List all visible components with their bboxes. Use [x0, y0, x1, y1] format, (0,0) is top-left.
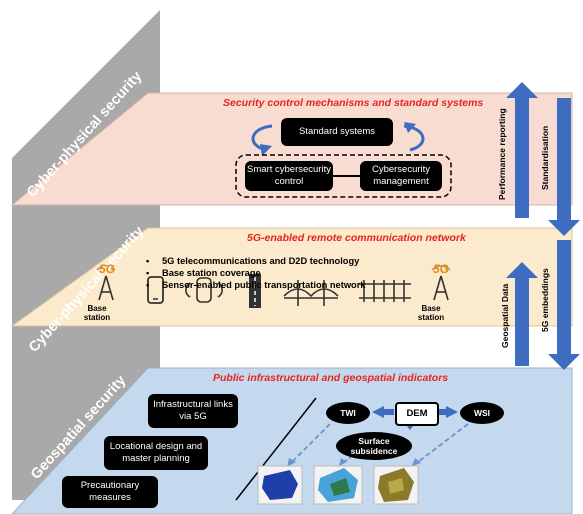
bullet-item: Base station coverage	[146, 267, 366, 279]
middle-plane-title: 5G-enabled remote communication network	[247, 232, 466, 244]
wsi-map-thumbnail	[373, 465, 419, 505]
dem-to-twi-arrow-shaft	[384, 409, 394, 415]
5g-tag-right: 5G	[433, 262, 450, 276]
railway-icon	[359, 280, 411, 302]
base-station-left-icon	[96, 265, 116, 301]
smart-cybersecurity-control-box: Smart cybersecurity control	[245, 161, 333, 191]
twi-map-arrow	[291, 423, 331, 463]
wsi-map-arrowhead	[412, 458, 421, 466]
bottom-plane-title: Public infrastructural and geospatial in…	[213, 372, 449, 384]
curved-arrow-right-head	[404, 122, 416, 133]
surface-map-arrowhead	[339, 458, 347, 466]
dem-to-wsi-arrow	[446, 406, 458, 418]
curved-arrow-left-head	[260, 144, 272, 156]
base-station-right-icon	[431, 265, 451, 301]
cybersecurity-group-outline	[235, 154, 452, 198]
performance-reporting-arrow	[506, 82, 538, 218]
bottom-divider-line	[235, 397, 317, 501]
twi-map-arrowhead	[287, 458, 296, 467]
dem-to-wsi-arrow-shaft	[436, 409, 446, 415]
performance-reporting-label: Performance reporting	[497, 108, 507, 200]
standardisation-label: Standardisation	[540, 125, 550, 190]
geospatial-data-arrow	[506, 262, 538, 366]
dem-box: DEM	[395, 402, 439, 426]
network-bullet-list: 5G telecommunications and D2D technology…	[146, 255, 366, 291]
5g-embeddings-arrow	[548, 240, 580, 370]
dem-to-twi-arrow	[372, 406, 384, 418]
surface-subsidence-map-thumbnail	[313, 465, 363, 505]
standardisation-arrow	[548, 98, 580, 236]
top-plane-title: Security control mechanisms and standard…	[223, 97, 484, 109]
twi-ellipse: TWI	[326, 402, 370, 424]
5g-embeddings-label: 5G embeddings	[540, 268, 550, 332]
base-station-label-left: Base station	[83, 304, 111, 322]
base-station-label-right: Base station	[417, 304, 445, 322]
wsi-map-arrow	[417, 423, 469, 463]
wsi-ellipse: WSI	[460, 402, 504, 424]
locational-design-box: Locational design and master planning	[104, 436, 208, 470]
5g-tag-left: 5G	[99, 262, 116, 276]
infrastructural-links-box: Infrastructural links via 5G	[148, 394, 238, 428]
surface-subsidence-ellipse: Surface subsidence	[336, 432, 412, 460]
cybersecurity-management-box: Cybersecurity management	[360, 161, 442, 191]
geospatial-data-label: Geospatial Data	[500, 283, 510, 348]
precautionary-measures-box: Precautionary measures	[62, 476, 158, 508]
standard-systems-box: Standard systems	[281, 118, 393, 146]
bullet-item: 5G telecommunications and D2D technology	[146, 255, 366, 267]
bullet-item: Sensor-enabled public transportation net…	[146, 279, 366, 291]
twi-map-thumbnail	[257, 465, 303, 505]
